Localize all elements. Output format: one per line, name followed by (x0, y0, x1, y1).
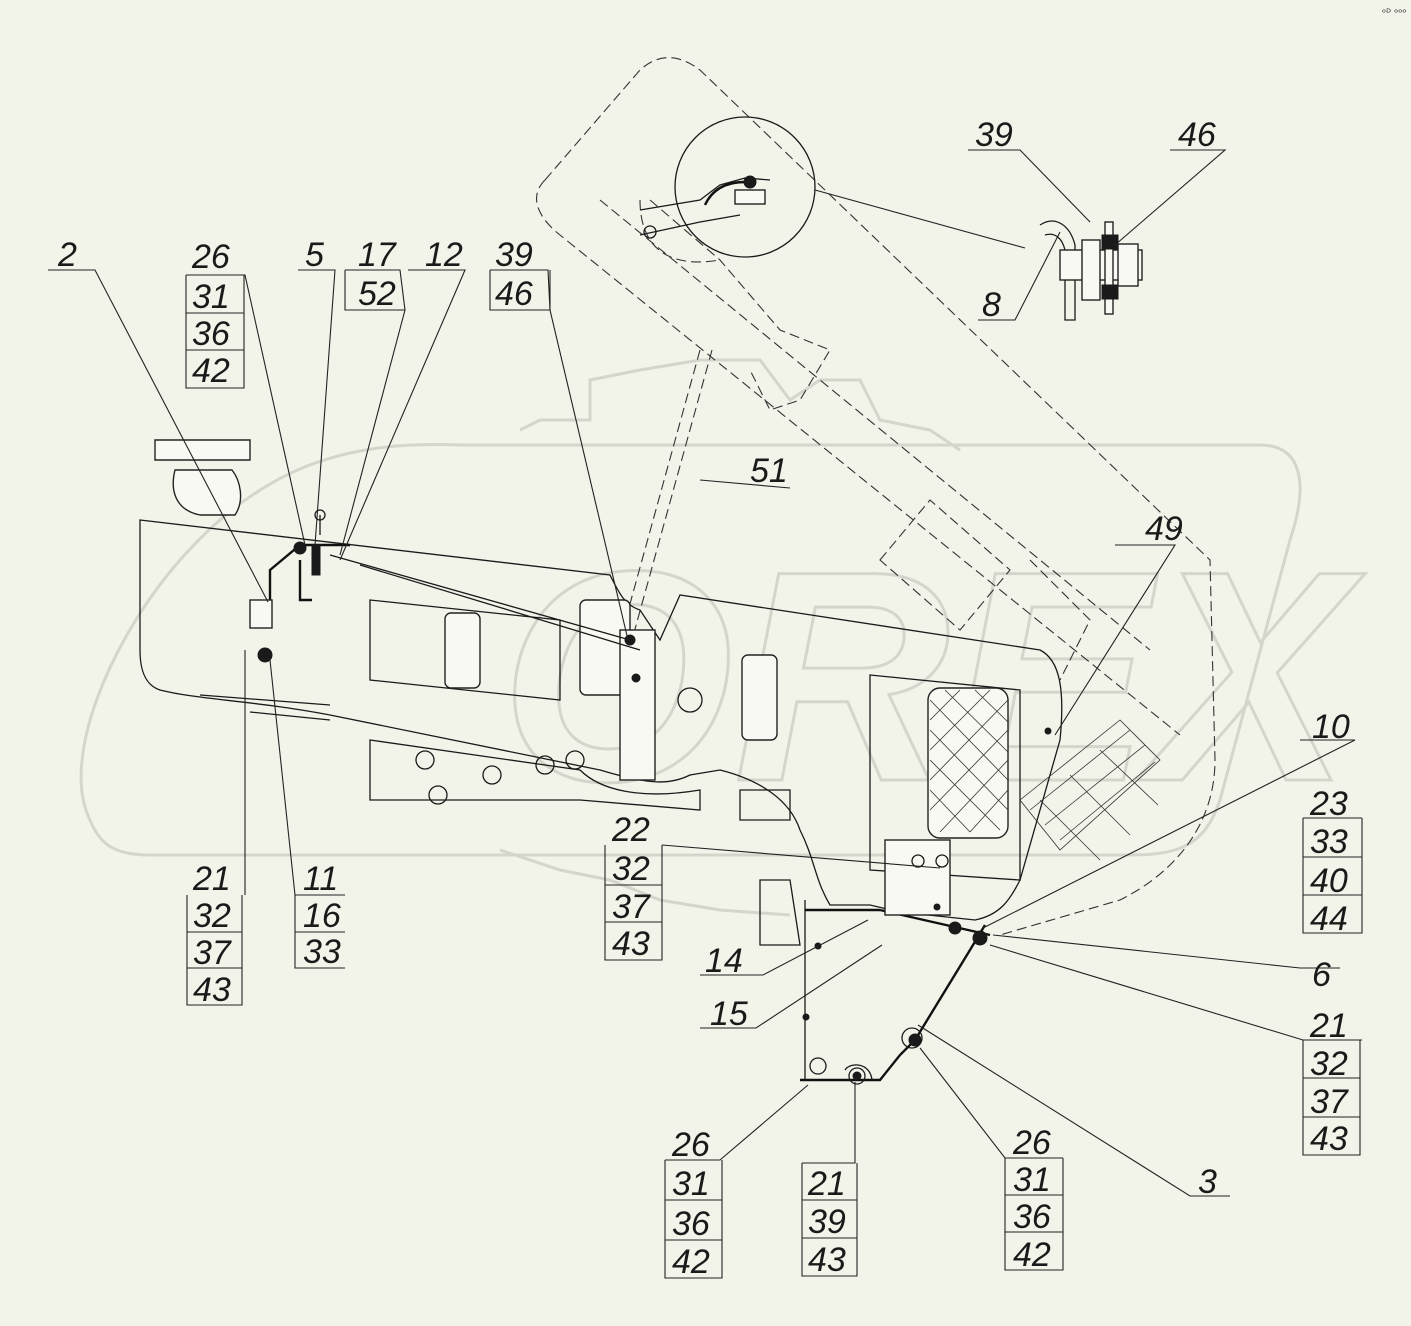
callout-labels: 2 26 31 36 42 5 17 52 12 39 46 39 46 8 5… (57, 116, 1350, 1281)
label-10: 10 (1312, 708, 1350, 746)
label-2: 2 (57, 236, 77, 274)
mesh-grille (929, 689, 1161, 861)
fender-assembly (139, 439, 1161, 921)
label-36: 36 (192, 315, 230, 353)
label-46: 46 (495, 275, 533, 313)
corner-mark: ᵒᴰ ᵒᵒᵒ (1382, 8, 1407, 19)
label-31-bottom: 31 (672, 1165, 710, 1203)
label-43-bottom: 43 (808, 1241, 846, 1279)
label-21: 21 (1309, 1007, 1348, 1045)
label-26-right: 26 (1012, 1124, 1051, 1162)
label-21-left: 21 (192, 860, 231, 898)
label-31: 31 (192, 278, 230, 316)
label-frames (185, 270, 1363, 1279)
label-5: 5 (305, 236, 324, 274)
label-3: 3 (1198, 1163, 1217, 1201)
engine-block (369, 599, 801, 946)
label-23: 23 (1309, 785, 1348, 823)
label-33: 33 (1310, 823, 1348, 861)
label-26: 26 (191, 238, 230, 276)
label-32-left: 32 (193, 897, 231, 935)
label-39-bottom: 39 (808, 1203, 846, 1241)
label-36-bottom: 36 (672, 1205, 710, 1243)
label-8: 8 (982, 286, 1001, 324)
label-39-detail: 39 (975, 116, 1013, 154)
label-51: 51 (750, 452, 788, 490)
label-12: 12 (425, 236, 463, 274)
label-43: 43 (1310, 1120, 1348, 1158)
label-16: 16 (303, 897, 341, 935)
label-39: 39 (495, 236, 533, 274)
label-37-mid: 37 (612, 888, 651, 926)
label-40: 40 (1310, 862, 1348, 900)
label-15: 15 (710, 995, 748, 1033)
label-26-bottom: 26 (671, 1126, 710, 1164)
detail-view-bolt (1039, 220, 1143, 321)
label-36-right: 36 (1013, 1198, 1051, 1236)
label-46-detail: 46 (1178, 116, 1216, 154)
label-33-left: 33 (303, 933, 341, 971)
label-42-bottom: 42 (672, 1243, 710, 1281)
label-49: 49 (1145, 510, 1183, 548)
label-43-left: 43 (193, 971, 231, 1009)
cab-outline-dashed (536, 57, 1216, 936)
label-42-right: 42 (1013, 1236, 1051, 1274)
label-32-mid: 32 (612, 850, 650, 888)
label-21-bottom: 21 (807, 1165, 846, 1203)
label-11: 11 (303, 860, 338, 898)
label-22: 22 (611, 811, 650, 849)
label-17: 17 (358, 236, 397, 274)
label-44: 44 (1310, 900, 1348, 938)
label-32: 32 (1310, 1045, 1348, 1083)
label-6: 6 (1312, 956, 1331, 994)
detail-circle-view (639, 116, 1026, 258)
label-52: 52 (358, 275, 396, 313)
bracket-linkage (249, 509, 1052, 1085)
label-43-mid: 43 (612, 925, 650, 963)
label-37: 37 (1310, 1083, 1349, 1121)
label-42: 42 (192, 352, 230, 390)
label-37-left: 37 (193, 934, 232, 972)
label-14: 14 (705, 942, 743, 980)
label-31-right: 31 (1013, 1161, 1051, 1199)
